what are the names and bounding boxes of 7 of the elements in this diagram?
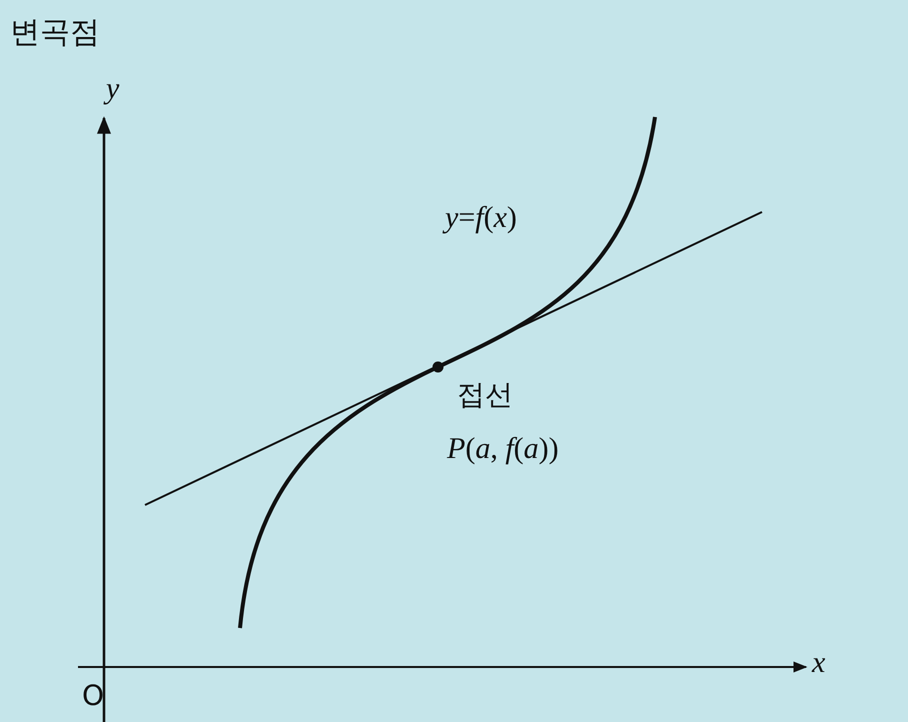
tangent-label: 접선 <box>457 381 513 409</box>
title: 변곡점 <box>10 18 100 48</box>
axis-label: y <box>106 74 120 104</box>
origin-label: O <box>82 682 104 710</box>
axis-label: x <box>812 648 826 678</box>
point-label: P(a, f(a)) <box>447 434 559 464</box>
curve-label: y=f(x) <box>445 203 517 233</box>
